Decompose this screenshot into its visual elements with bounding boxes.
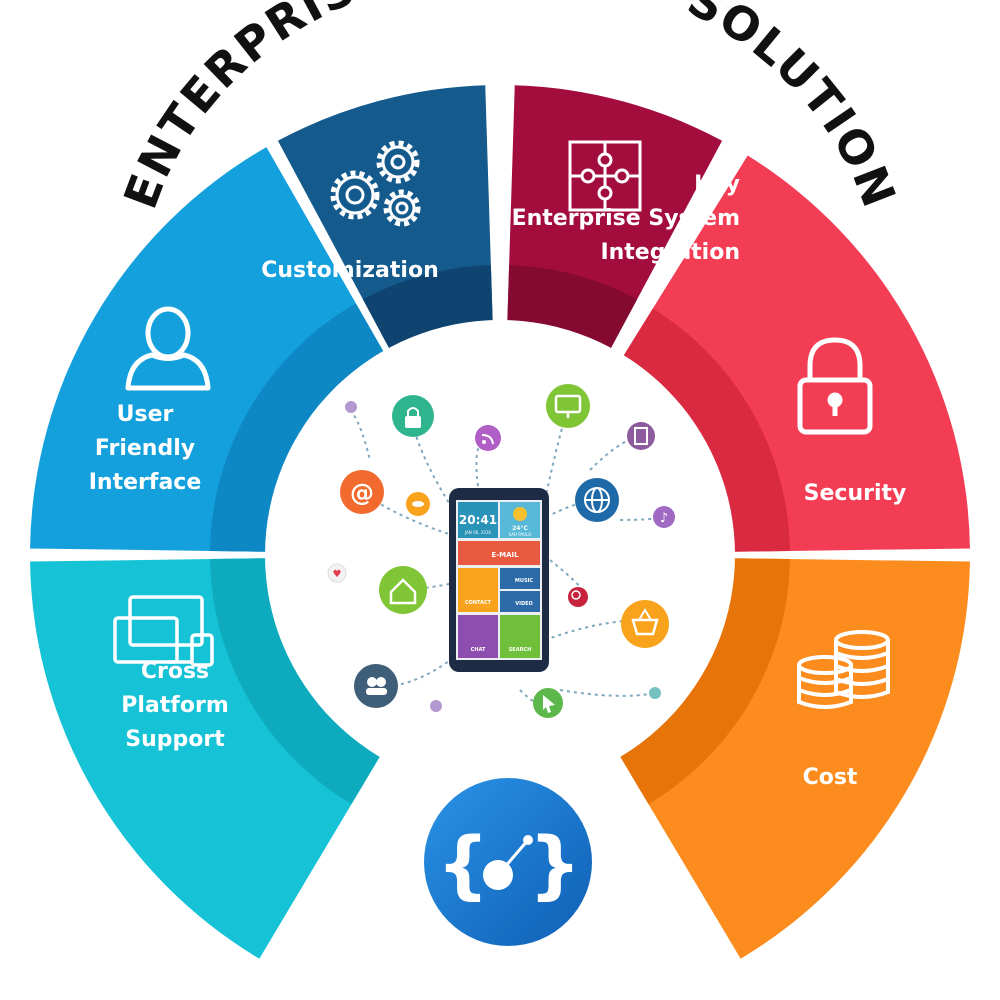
phone-tile-video: VIDEO [515, 601, 533, 607]
segment-label-customization: Customization [261, 258, 438, 283]
basket-icon [621, 600, 669, 648]
phone-date: JAN 06, 2016 [464, 530, 491, 535]
svg-text:♥: ♥ [333, 569, 342, 580]
phone-tile-search: SEARCH [509, 647, 532, 653]
film-icon [627, 422, 655, 450]
segment-label-line: Support [125, 727, 225, 752]
coins-icon [797, 630, 890, 709]
segment-label-line: Security [804, 481, 907, 506]
phone-tile-music: MUSIC [515, 578, 533, 584]
svg-text:{: { [437, 822, 490, 908]
at-icon: @ [340, 470, 384, 514]
monitor-icon [546, 384, 590, 428]
puzzle-icon [568, 140, 642, 212]
music-icon: ♪ [653, 506, 675, 528]
smartphone: 20:41 JAN 06, 2016 24°C SAO PAULO E-MAIL… [449, 488, 549, 672]
fish-icon [406, 492, 430, 516]
segment-label-cost: Cost [803, 765, 858, 790]
phone-tile-email: E-MAIL [491, 551, 519, 559]
gears-icon [330, 140, 421, 227]
phone-weather: 24°C [512, 525, 528, 532]
segment-label-line: Integration [600, 240, 740, 265]
phone-city: SAO PAULO [509, 532, 532, 537]
heart-icon: ♥ [327, 563, 347, 583]
globe-icon [575, 478, 619, 522]
cursor-icon [533, 688, 563, 718]
svg-text:@: @ [350, 479, 374, 507]
segment-inner-band-customization [362, 265, 493, 353]
segment-label-line: Key [694, 172, 740, 197]
lock-icon [797, 337, 873, 435]
segment-inner-band-key-enterprise-system-integration [507, 265, 638, 353]
lock-icon [392, 395, 434, 437]
code-brackets-logo-icon: { } [424, 778, 592, 946]
home-icon [379, 566, 427, 614]
svg-text:}: } [529, 822, 582, 908]
search-icon [568, 587, 588, 607]
segment-inner-band-user-friendly-interface [210, 303, 386, 552]
devices-icon [113, 595, 214, 667]
svg-text:♪: ♪ [660, 511, 668, 526]
phone-time: 20:41 [459, 513, 497, 527]
segment-label-line: Interface [89, 470, 202, 495]
segment-label-line: User [117, 402, 174, 427]
segment-user-friendly-interface [30, 147, 386, 552]
users-icon [354, 664, 398, 708]
phone-tile-contact: CONTACT [465, 600, 492, 606]
segment-inner-band-cross-platform-support [210, 558, 383, 805]
phone-tile-chat: CHAT [471, 647, 486, 653]
rss-icon [475, 425, 501, 451]
segment-inner-band-security [621, 308, 790, 552]
segment-label-line: Friendly [95, 436, 195, 461]
segment-label-line: Platform [121, 693, 229, 718]
segment-label-security: Security [804, 481, 907, 506]
user-icon [125, 306, 211, 391]
dot-icon [345, 401, 661, 712]
segment-inner-band-cost [617, 558, 790, 805]
segment-label-line: Customization [261, 258, 438, 283]
segment-label-line: Cost [803, 765, 858, 790]
floating-icons: @ ♪ ♥ [327, 384, 675, 718]
